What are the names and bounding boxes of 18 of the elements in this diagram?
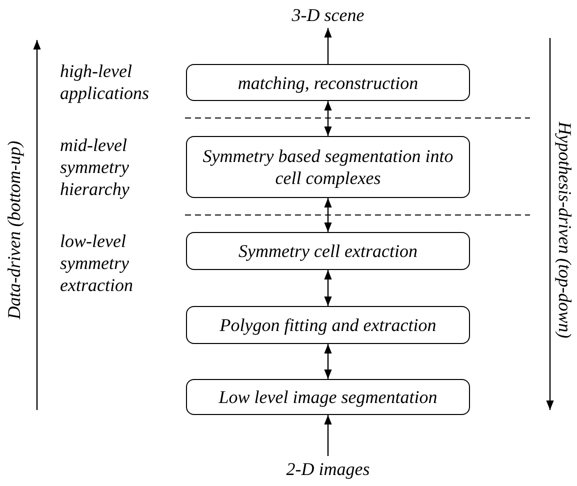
process-box: Low level image segmentation [186,379,470,415]
arrow [324,344,332,379]
process-box: matching, reconstruction [186,64,470,101]
arrow [324,270,332,306]
process-box: Symmetry cell extraction [186,232,470,270]
node-text: 2-D images [276,456,380,482]
axis-label: Data-driven (bottom-up) [3,140,25,320]
arrow [324,198,332,232]
arrow [324,101,332,136]
arrow [324,28,332,64]
axis-label: Hypothesis-driven (top-down) [554,122,576,338]
node-text: 3-D scene [280,2,376,28]
process-box: Symmetry based segmentation into cell complexes [186,136,470,198]
level-label: low-level symmetry extraction [60,230,134,296]
level-label: mid-level symmetry hierarchy [60,134,130,200]
level-label: high-level applications [60,60,150,104]
arrow [324,415,332,456]
process-box: Polygon fitting and extraction [186,306,470,344]
